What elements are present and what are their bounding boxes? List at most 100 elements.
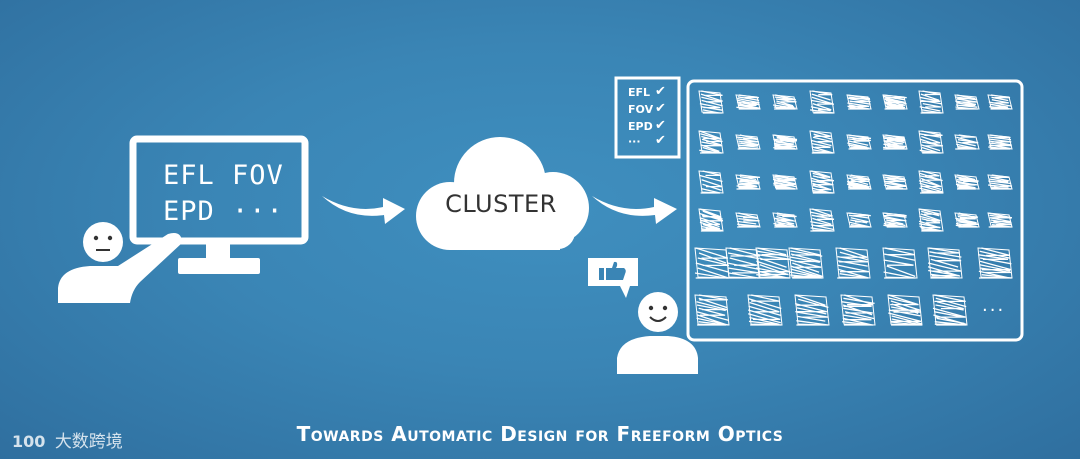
lens-design-sketch (694, 247, 730, 279)
lens-design-sketch (919, 130, 944, 154)
lens-design-sketch (918, 170, 943, 194)
lens-design-sketch (810, 208, 835, 232)
monitor-text-line-2: EPD ··· (163, 196, 284, 227)
lens-design-outline (809, 130, 835, 154)
lens-design-outline (918, 170, 944, 194)
lens-design-outline (772, 134, 798, 150)
lens-design-outline (882, 212, 908, 228)
arrow-to-cluster-icon (322, 196, 405, 224)
checklist-item-label: FOV (628, 103, 654, 116)
lens-design-outline (772, 94, 798, 110)
checklist-item-efl: EFL ✔ (628, 84, 666, 99)
lens-design-outline (755, 247, 791, 279)
checkmark-icon: ✔ (655, 84, 666, 99)
arrow-to-designs-icon (592, 196, 677, 224)
lens-design-outline (846, 212, 872, 228)
lens-design-sketch (699, 170, 723, 194)
lens-design-sketch (726, 247, 761, 279)
lens-design-outline (788, 247, 824, 279)
lens-design-outline (977, 247, 1013, 279)
design-grid-frame (686, 79, 1024, 342)
lens-design-sketch (841, 294, 875, 326)
lens-design-outline (735, 134, 761, 150)
thumbs-up-icon (588, 258, 638, 298)
lens-design-outline (846, 134, 872, 150)
lens-design-sketch (888, 294, 923, 326)
lens-design-outline (794, 294, 830, 326)
lens-design-sketch (978, 247, 1012, 279)
lens-design-outline (735, 94, 761, 110)
watermark: 100 大数跨境 (12, 427, 123, 452)
lens-design-sketch (789, 247, 823, 279)
lens-design-sketch (755, 247, 791, 279)
lens-design-outline (698, 130, 724, 154)
checklist-icon (614, 76, 681, 159)
cluster-label: CLUSTER (445, 190, 557, 218)
lens-design-sketch (699, 130, 723, 154)
checklist-item-label: EFL (628, 86, 651, 99)
checklist-item-more: ··· ✔ (628, 133, 666, 148)
lens-design-outline (698, 90, 724, 114)
lens-design-sketch (810, 170, 835, 194)
lens-design-outline (987, 94, 1013, 110)
lens-design-outline (747, 294, 783, 326)
lens-design-sketch (883, 247, 916, 279)
lens-design-outline (840, 294, 876, 326)
lens-design-outline (932, 294, 968, 326)
lens-design-sketch (699, 90, 723, 114)
lens-design-outline (809, 170, 835, 194)
lens-design-outline (772, 174, 798, 190)
lens-design-outline (882, 247, 918, 279)
lens-design-sketch (988, 94, 1012, 110)
lens-design-sketch (919, 90, 942, 114)
checklist-item-fov: FOV ✔ (628, 101, 666, 116)
lens-design-outline (887, 294, 923, 326)
lens-design-outline (846, 94, 872, 110)
caption-title: Towards Automatic Design for Freeform Op… (296, 422, 784, 446)
lens-design-outline (954, 94, 980, 110)
lens-design-outline (882, 134, 908, 150)
lens-design-outline (694, 294, 730, 326)
lens-design-outline (772, 212, 798, 228)
lens-design-sketch (932, 294, 967, 326)
lens-design-sketch (927, 247, 962, 279)
lens-design-outline (735, 174, 761, 190)
lens-design-outline (918, 130, 944, 154)
lens-design-outline (809, 208, 835, 232)
lens-design-sketch (810, 130, 834, 154)
monitor-icon (129, 135, 309, 274)
design-sketches (694, 90, 1013, 326)
lens-design-outline (882, 174, 908, 190)
lens-design-outline (698, 170, 724, 194)
lens-design-sketch (837, 247, 870, 279)
lens-design-outline (918, 90, 944, 114)
lens-design-outline (846, 174, 872, 190)
lens-design-outline (698, 208, 724, 232)
lens-design-outline (735, 212, 761, 228)
lens-design-sketch (696, 294, 729, 326)
smiling-face-user-icon (617, 292, 698, 374)
checkmark-icon: ✔ (655, 133, 666, 148)
checkmark-icon: ✔ (655, 101, 666, 116)
lens-design-sketch (736, 212, 760, 228)
watermark-text: 大数跨境 (54, 432, 123, 452)
checkmark-icon: ✔ (655, 118, 666, 133)
lens-design-outline (882, 94, 908, 110)
lens-design-outline (987, 134, 1013, 150)
design-grid-ellipsis: ··· (982, 300, 1006, 321)
watermark-logo: 100 (12, 432, 46, 451)
lens-design-outline (809, 90, 835, 114)
cloud-icon (416, 137, 589, 250)
lens-design-outline (954, 174, 980, 190)
lens-design-outline (927, 247, 963, 279)
lens-design-outline (835, 247, 871, 279)
lens-design-sketch (810, 90, 835, 114)
lens-design-outline (987, 174, 1013, 190)
lens-design-sketch (918, 208, 943, 232)
checklist-item-label: EPD (628, 120, 653, 133)
neutral-face-user-icon (58, 222, 182, 303)
checklist-item-epd: EPD ✔ (628, 118, 666, 133)
lens-design-outline (918, 208, 944, 232)
